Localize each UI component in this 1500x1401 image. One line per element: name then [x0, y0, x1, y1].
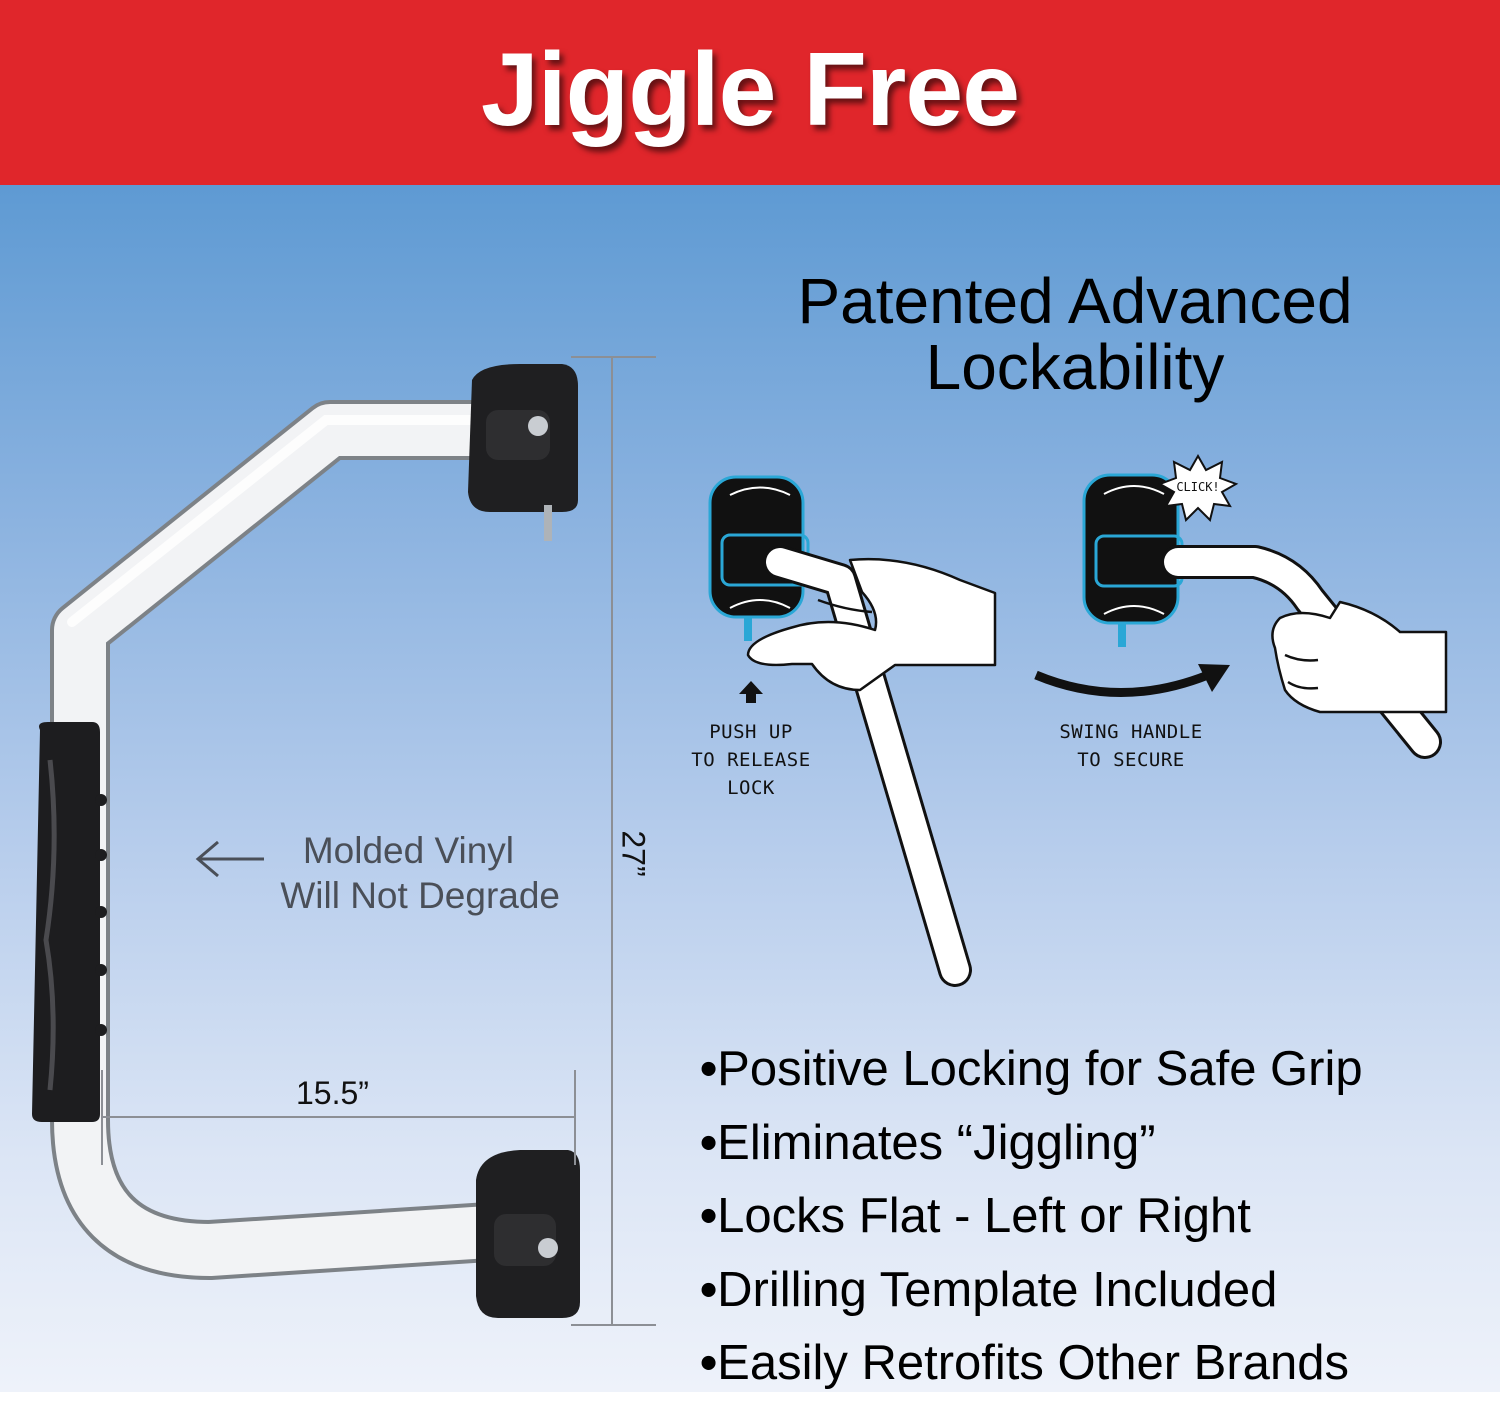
swing-arrow-icon — [1034, 664, 1230, 697]
vinyl-grip — [32, 722, 107, 1122]
up-arrow-icon — [739, 681, 763, 703]
feature-item: •Eliminates “Jiggling” — [700, 1115, 1156, 1170]
caption-line: SWING HANDLE — [1059, 721, 1203, 743]
top-mount-bracket — [468, 364, 578, 541]
feature-item: •Locks Flat - Left or Right — [700, 1189, 1251, 1243]
caption-line: TO SECURE — [1077, 749, 1185, 771]
push-up-diagram — [708, 475, 997, 987]
click-badge-text: CLICK! — [1176, 480, 1220, 494]
lockability-heading: Patented Advanced Lockability — [700, 268, 1450, 400]
feature-text: Locks Flat - Left or Right — [717, 1189, 1251, 1243]
feature-text: Positive Locking for Safe Grip — [717, 1042, 1363, 1096]
callout-line-1: Molded Vinyl — [302, 830, 514, 871]
callout-line-2: Will Not Degrade — [280, 875, 560, 916]
swing-handle-caption: SWING HANDLE TO SECURE — [1040, 718, 1222, 774]
push-up-caption: PUSH UP TO RELEASE LOCK — [680, 718, 822, 802]
molded-vinyl-callout: Molded Vinyl Will Not Degrade — [240, 828, 560, 918]
height-dimension-line — [571, 356, 656, 1326]
product-panel — [0, 185, 1500, 1392]
height-dimension-label: 27” — [615, 830, 652, 877]
feature-text: Eliminates “Jiggling” — [717, 1115, 1156, 1170]
feature-text: Drilling Template Included — [717, 1262, 1278, 1317]
width-dimension-label: 15.5” — [296, 1075, 369, 1111]
title-banner: Jiggle Free — [0, 0, 1500, 185]
swing-handle-diagram — [1034, 453, 1448, 759]
feature-item: •Drilling Template Included — [700, 1262, 1278, 1317]
grab-handle-image — [32, 364, 580, 1318]
caption-line: TO RELEASE — [691, 749, 811, 771]
bottom-mount-bracket — [476, 1150, 580, 1318]
banner-title: Jiggle Free — [480, 32, 1020, 148]
feature-list: •Positive Locking for Safe Grip •Elimina… — [700, 1033, 1490, 1401]
heading-line-1: Patented Advanced — [797, 265, 1353, 337]
click-starburst-badge — [1157, 453, 1239, 522]
caption-line: LOCK — [727, 777, 775, 799]
width-dimension-line — [101, 1070, 576, 1165]
heading-line-2: Lockability — [925, 331, 1225, 403]
left-arrow-icon — [195, 840, 264, 878]
feature-item: •Positive Locking for Safe Grip — [700, 1042, 1363, 1096]
feature-item: •Easily Retrofits Other Brands — [700, 1336, 1349, 1390]
caption-line: PUSH UP — [709, 721, 793, 743]
feature-text: Easily Retrofits Other Brands — [717, 1336, 1349, 1390]
